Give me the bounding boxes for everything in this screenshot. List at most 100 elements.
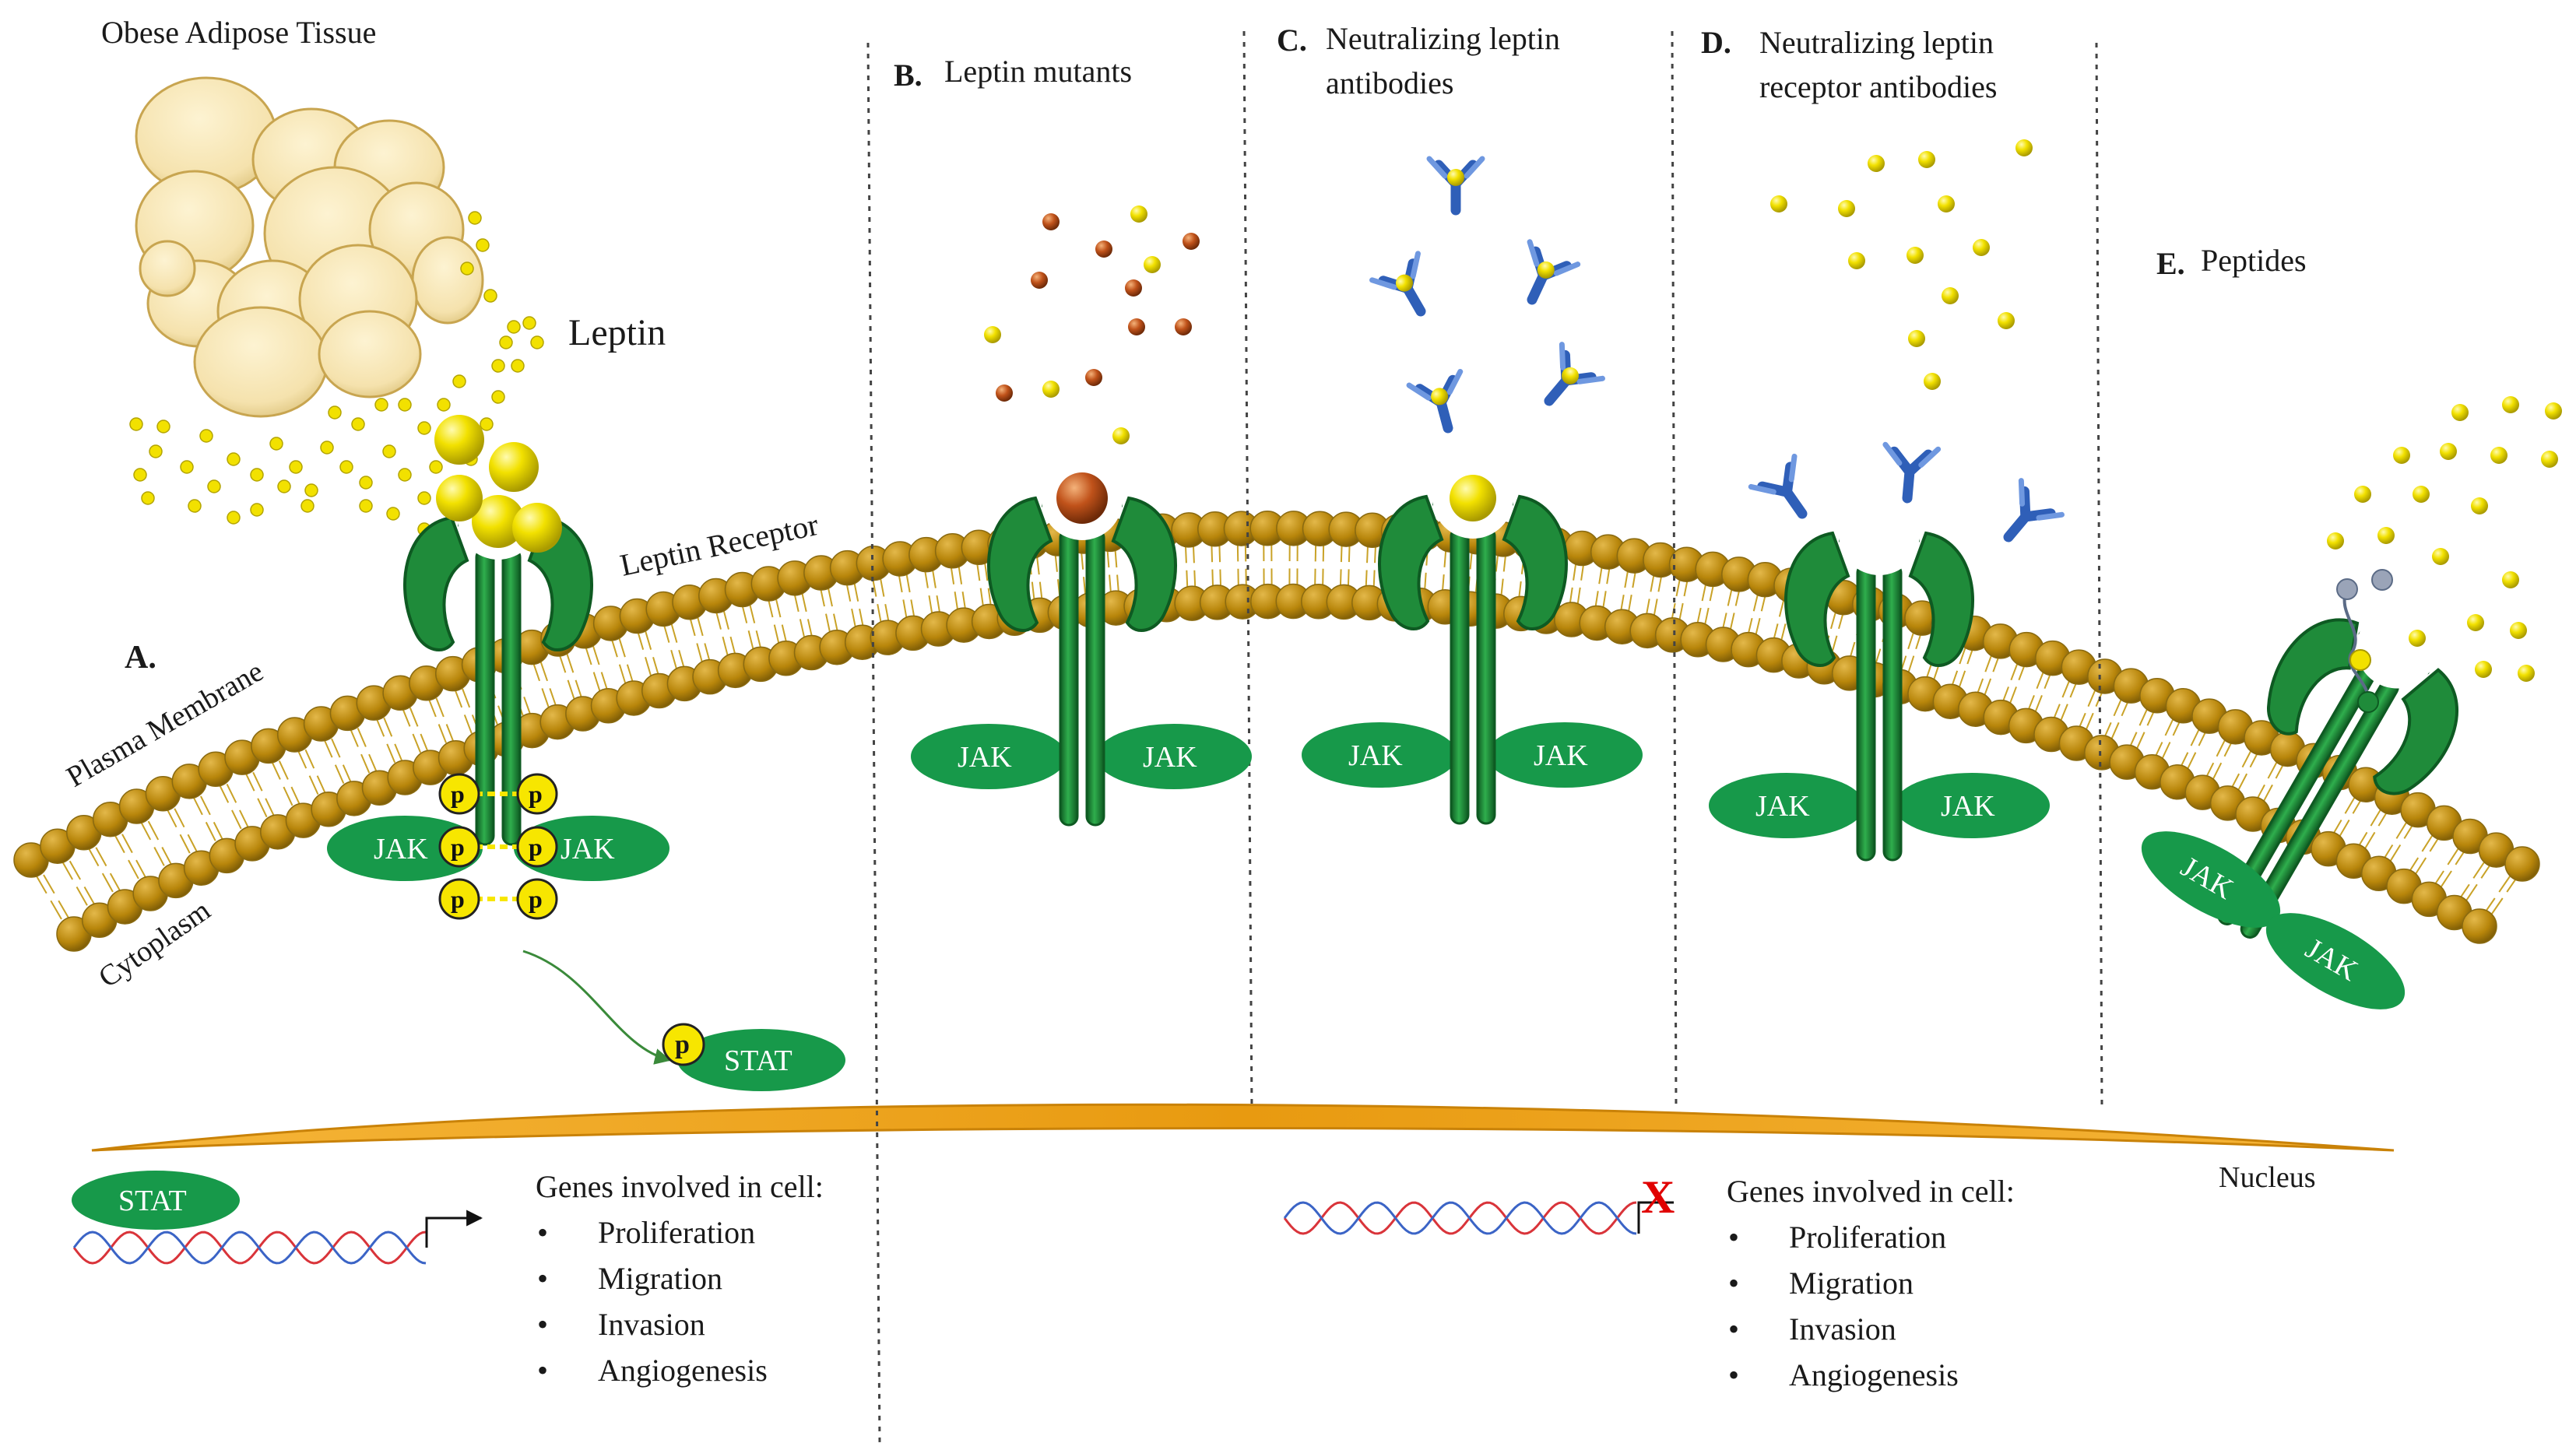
leptin-dot xyxy=(1973,239,1990,256)
panel-c-receptor: JAK JAK xyxy=(1302,456,1643,825)
jak-left-b xyxy=(911,724,1067,789)
leptin-dot xyxy=(2475,661,2492,678)
leptin-dot xyxy=(1042,381,1060,398)
adipocyte-cluster-icon xyxy=(135,76,484,418)
gene-item-d-1: Migration xyxy=(1789,1266,1914,1301)
leptin-dot xyxy=(417,421,431,435)
leptin-dot xyxy=(398,468,412,482)
dna-helix-icon xyxy=(72,1231,427,1265)
leptin-dot xyxy=(320,441,334,455)
transcription-arrow-icon xyxy=(425,1210,483,1248)
divider-de xyxy=(2095,42,2103,1110)
gene-expression-active: STAT xyxy=(72,1171,483,1265)
leptin-dot xyxy=(483,289,497,303)
leptin-dot xyxy=(269,437,283,451)
jak-label-right-c: JAK xyxy=(1534,739,1588,772)
leptin-dot xyxy=(491,390,505,404)
leptin-dot xyxy=(522,316,536,330)
panel-d-title-line2: receptor antibodies xyxy=(1759,69,1997,104)
leptin-dot xyxy=(1868,155,1885,172)
leptin-dot xyxy=(2502,571,2519,588)
gene-item-a-1: Migration xyxy=(598,1261,722,1296)
leptin-mutant-dot xyxy=(1042,213,1060,230)
leptin-dot xyxy=(1144,256,1161,273)
leptin-dot xyxy=(2409,630,2426,647)
dna-strand-blue xyxy=(1283,1201,1637,1235)
leptin-dot xyxy=(2545,402,2562,420)
gene-item-d-3: Angiogenesis xyxy=(1789,1357,1959,1392)
gene-list-d: Genes involved in cell: • Proliferation … xyxy=(1727,1174,2015,1392)
leptin-mutant-dot xyxy=(1175,318,1192,335)
leptin-sphere-icon xyxy=(434,415,484,465)
leptin-dot xyxy=(2327,532,2344,549)
leptin-dot xyxy=(199,429,213,443)
leptin-dot xyxy=(1770,195,1787,212)
bound-leptin-dot xyxy=(1447,169,1464,186)
stat-dna-label: STAT xyxy=(118,1185,187,1217)
leptin-dot xyxy=(227,511,241,525)
panel-d-receptor: JAK JAK xyxy=(1709,493,2050,862)
phospho-site xyxy=(438,826,480,868)
leptin-dot xyxy=(1942,287,1959,304)
leptin-dot xyxy=(460,262,474,276)
leptin-dot xyxy=(2467,614,2484,631)
leptin-dot xyxy=(1938,195,1955,212)
phospho-label: p xyxy=(529,780,543,808)
jak-label-left-a: JAK xyxy=(374,833,428,865)
leptin-sphere-icon xyxy=(1450,475,1496,521)
leptin-dot xyxy=(129,417,143,431)
free-leptin-dots-e xyxy=(2327,396,2562,682)
y-antibody-icon xyxy=(1988,481,2062,554)
leptin-dot xyxy=(2413,486,2430,503)
leptin-dot xyxy=(1918,151,1935,168)
y-antibody-icon xyxy=(1529,345,1603,418)
leptin-dot xyxy=(2471,497,2488,514)
gene-list-a: Genes involved in cell: • Proliferation … xyxy=(536,1169,824,1388)
panel-dividers xyxy=(866,30,2103,1443)
leptin-dot xyxy=(2354,486,2371,503)
leptin-mutant-dot xyxy=(996,384,1013,402)
leptin-dot xyxy=(188,499,202,513)
dna-strand-blue xyxy=(72,1231,427,1265)
leptin-sphere-icon xyxy=(512,503,562,553)
leptin-dot xyxy=(1907,247,1924,264)
leptin-dot xyxy=(429,460,443,474)
bound-leptin-dot xyxy=(1431,388,1449,406)
leptin-dot xyxy=(141,491,155,505)
leptin-dot xyxy=(227,452,241,466)
stat-phospho xyxy=(662,1023,705,1066)
leptin-mutant-dot xyxy=(1128,318,1145,335)
leptin-dot xyxy=(507,320,521,334)
leptin-mutant-dot xyxy=(1085,369,1102,386)
leptin-dot xyxy=(180,460,194,474)
leptin-dot xyxy=(452,374,466,388)
bullet: • xyxy=(537,1261,548,1296)
leptin-dot xyxy=(437,398,451,412)
jak-label-left-b: JAK xyxy=(958,741,1012,774)
leptin-dot xyxy=(398,398,412,412)
leptin-dot xyxy=(2490,447,2507,464)
y-antibody-icon xyxy=(1409,371,1474,434)
leptin-dot xyxy=(2451,404,2469,421)
leptin-dot xyxy=(339,460,353,474)
leptin-dot xyxy=(277,479,291,493)
gene-list-heading-a: Genes involved in cell: xyxy=(536,1169,824,1204)
panel-b-receptor: JAK JAK xyxy=(911,458,1252,827)
jak-left-c xyxy=(1302,722,1457,788)
leptin-dot xyxy=(1998,312,2015,329)
leptin-dot xyxy=(2393,447,2410,464)
bullet: • xyxy=(1728,1220,1739,1255)
leptin-dot xyxy=(207,479,221,493)
panel-b-letter: B. xyxy=(894,58,923,93)
phospho-label: p xyxy=(451,885,465,913)
secreted-leptin-dots xyxy=(129,211,544,536)
panel-a-letter: A. xyxy=(125,640,156,676)
bullet: • xyxy=(1728,1357,1739,1392)
lipid-heads xyxy=(13,511,2540,952)
leptin-mutant-dot xyxy=(1095,240,1112,258)
leptin-dot xyxy=(386,507,400,521)
leptin-dot xyxy=(289,460,303,474)
phospho-label: p xyxy=(529,833,543,861)
